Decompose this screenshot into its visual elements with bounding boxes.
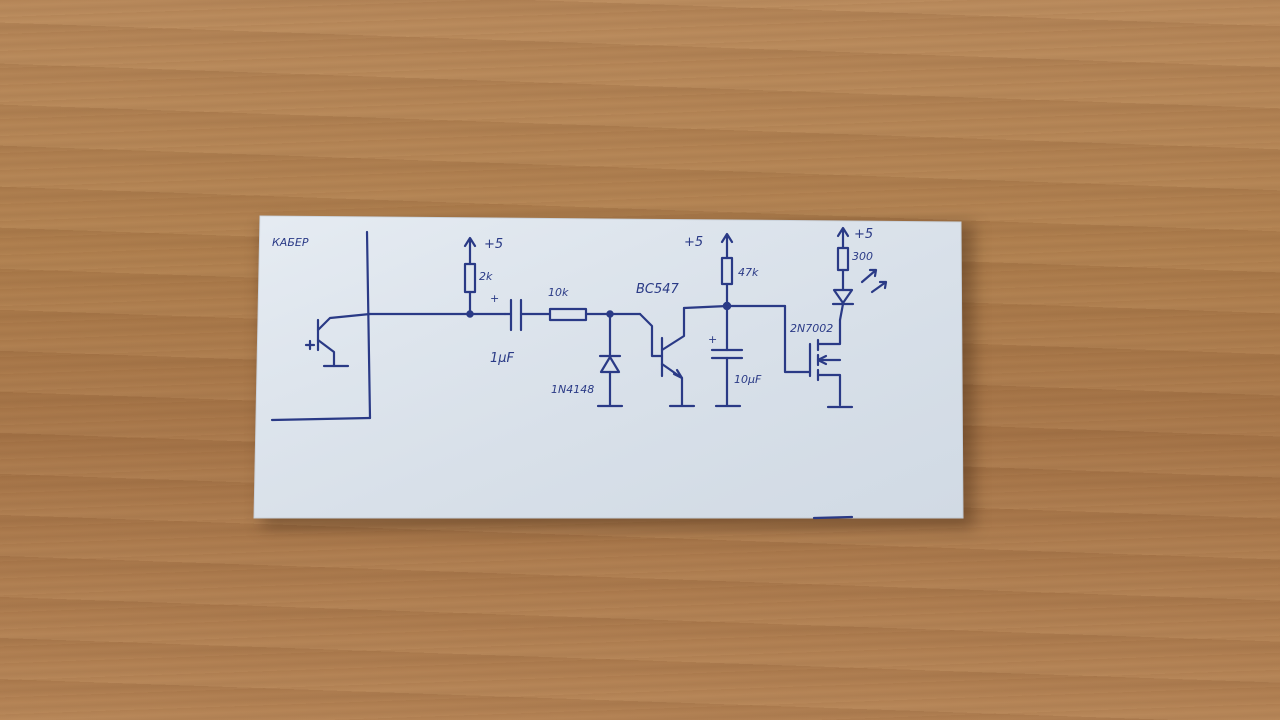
paper-shading [254, 216, 963, 518]
cap2-value-label: 10µF [734, 373, 762, 386]
diode-label: 1N4148 [551, 383, 594, 396]
r2-value-label: 10k [548, 286, 569, 299]
diode-1n4148 [596, 312, 624, 408]
vcc-label-right: +5 [854, 227, 873, 242]
ink-mark [812, 515, 854, 520]
gate-wire [783, 304, 812, 374]
led-indicator [831, 268, 888, 322]
cap1-value-label: 1µF [490, 351, 515, 366]
vcc-label-left: +5 [484, 237, 503, 252]
vcc-arrow-mid [720, 232, 734, 308]
cap2-plus-label: + [708, 333, 717, 346]
r3-value-label: 47k [738, 266, 759, 279]
connector-divider-line [365, 230, 372, 420]
capacitor-10uf [710, 304, 744, 408]
mosfet-2n7002 [808, 318, 854, 409]
vcc-arrow-right [836, 226, 850, 250]
transistor-label: BC547 [636, 282, 680, 297]
input-transistor-symbol [304, 312, 372, 368]
r4-value-label: 300 [852, 250, 873, 263]
vcc-label-mid: +5 [684, 235, 703, 250]
vcc-arrow-left [463, 236, 477, 266]
mosfet-label: 2N7002 [790, 322, 833, 335]
r1-value-label: 2k [479, 270, 493, 283]
cap1-plus-label: + [490, 292, 499, 305]
connector-label: КАБЕР [272, 236, 309, 249]
capacitor-1uf [503, 298, 552, 332]
connector-bottom-line [270, 416, 372, 422]
transistor-bc547 [638, 306, 696, 408]
